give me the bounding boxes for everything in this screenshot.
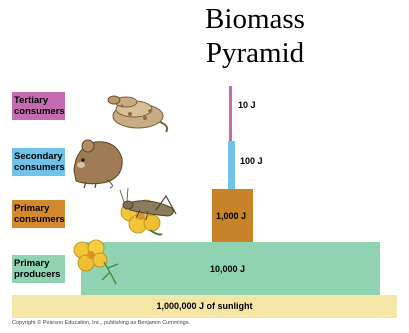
- flower-icon: [74, 240, 118, 284]
- mouse-icon: [74, 140, 122, 188]
- copyright-text: Copyright © Pearson Education, Inc., pub…: [12, 320, 190, 326]
- snake-icon: [108, 96, 167, 132]
